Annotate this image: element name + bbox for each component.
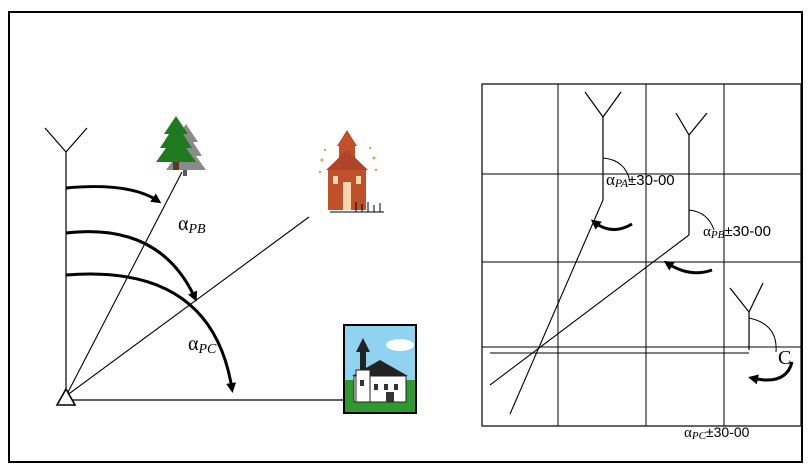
north-symbol-b xyxy=(675,112,708,235)
church-picture-icon xyxy=(343,324,417,414)
angle-arc-c xyxy=(748,317,777,353)
label-alpha-pa-grid: αPA±30-00 xyxy=(606,170,675,190)
north-symbol-c xyxy=(729,282,764,350)
brick-church-icon xyxy=(318,130,384,213)
back-arrow-b xyxy=(663,260,713,275)
arc-pa xyxy=(65,185,162,204)
ray-a xyxy=(509,199,604,415)
ray-b xyxy=(489,234,690,386)
back-arrow-c xyxy=(748,361,794,385)
station-triangle xyxy=(55,387,77,406)
angle-arc-a xyxy=(602,157,631,183)
tree-icon xyxy=(156,116,206,176)
label-alpha-pc-grid: αPC±30-00 xyxy=(684,424,750,442)
left-line-to-tree xyxy=(65,171,183,397)
label-alpha-pc: αPC xyxy=(188,333,217,357)
arc-pc xyxy=(65,272,236,393)
arc-pb xyxy=(65,230,198,302)
label-alpha-pc-grid-symbol: α xyxy=(684,425,692,441)
angle-arc-b xyxy=(688,209,715,231)
label-alpha-pb-grid: αPB±30-00 xyxy=(703,223,771,241)
left-line-to-church-b xyxy=(65,216,310,397)
label-alpha-pa-grid-value: ±30-00 xyxy=(628,172,675,189)
figure-frame xyxy=(8,11,803,463)
label-alpha-pb-grid-sub: PB xyxy=(710,229,725,241)
right-diagram: αPA±30-00 αPB±30-00 αPC±30-00 C xyxy=(481,83,802,442)
label-alpha-pc-symbol: α xyxy=(188,333,199,355)
label-alpha-pb-grid-symbol: α xyxy=(703,224,711,240)
label-alpha-pc-sub: PC xyxy=(197,342,217,357)
left-north-symbol xyxy=(44,127,88,153)
left-diagram: αPB αPC xyxy=(44,116,417,414)
label-alpha-pb-grid-value: ±30-00 xyxy=(724,223,771,240)
label-alpha-pb-sub: PB xyxy=(187,222,206,237)
label-alpha-pa-grid-sub: PA xyxy=(614,176,629,190)
label-alpha-pb-symbol: α xyxy=(178,213,189,235)
label-alpha-pc-grid-sub: PC xyxy=(691,430,707,442)
label-point-c: C xyxy=(778,347,791,369)
label-alpha-pc-grid-value: ±30-00 xyxy=(706,424,750,440)
label-alpha-pa-grid-symbol: α xyxy=(606,170,615,189)
map-grid-border xyxy=(481,83,802,427)
map-grid-lines xyxy=(482,84,801,426)
back-arrow-a xyxy=(590,219,633,231)
label-alpha-pb: αPB xyxy=(178,213,206,237)
